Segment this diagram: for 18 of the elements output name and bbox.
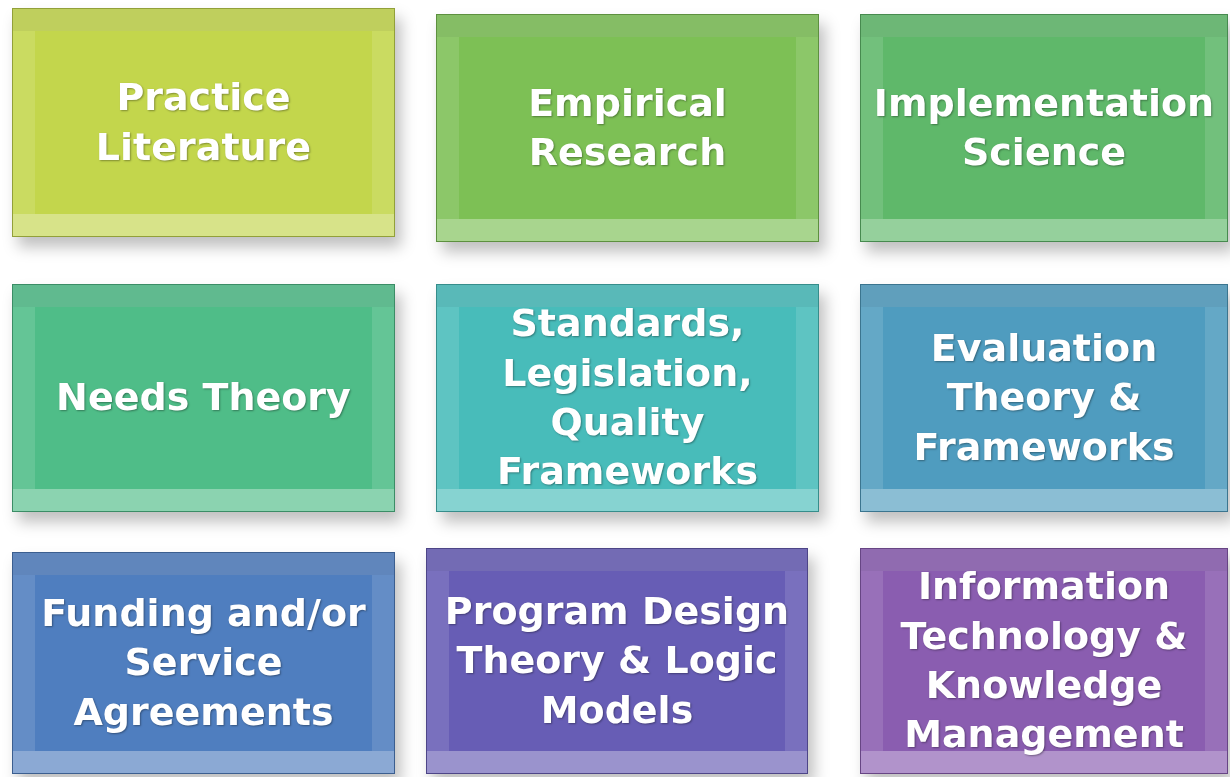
tile-label: Needs Theory (55, 374, 352, 422)
tile-label: Standards, Legislation, Quality Frameworks (495, 300, 760, 496)
category-tile (860, 14, 1228, 242)
tile-label: Practice Literature (94, 74, 313, 171)
category-tile (12, 552, 395, 774)
tile-label: Information Technology & Knowledge Management (899, 563, 1189, 759)
tile-label: Implementation Science (872, 79, 1216, 176)
category-tile (860, 548, 1228, 774)
category-tile (12, 8, 395, 237)
tile-label: Funding and/or Service Agreements (40, 589, 367, 736)
category-tile (12, 284, 395, 512)
category-tile (436, 14, 819, 242)
tile-label: Program Design Theory & Logic Models (443, 587, 791, 734)
category-tile (860, 284, 1228, 512)
category-tile (436, 284, 819, 512)
category-tile (426, 548, 808, 774)
tile-label: Empirical Research (527, 79, 728, 176)
tile-label: Evaluation Theory & Frameworks (912, 324, 1176, 471)
